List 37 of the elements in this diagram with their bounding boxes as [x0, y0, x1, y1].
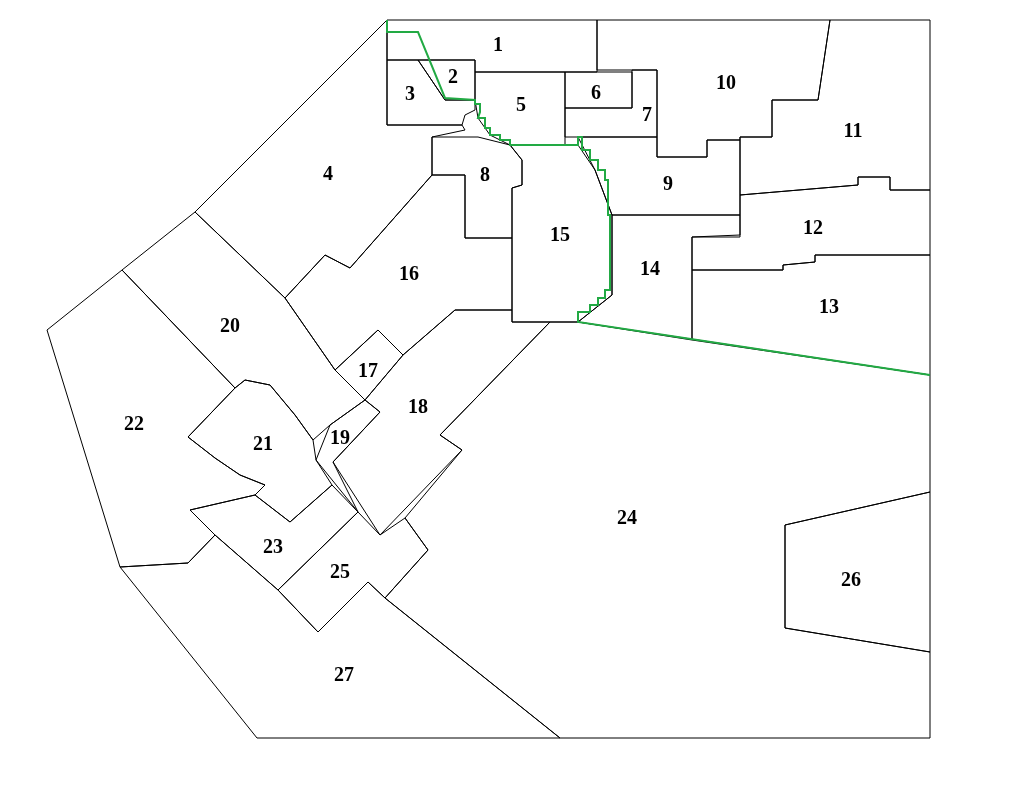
region-number: 5	[516, 93, 526, 115]
region-number: 8	[480, 163, 490, 185]
region-number: 19	[330, 426, 350, 448]
map-region	[386, 59, 476, 126]
region-number: 6	[591, 81, 601, 103]
region-number: 9	[663, 172, 673, 194]
region-number: 25	[330, 560, 350, 582]
region-number: 20	[220, 314, 240, 336]
region-number: 27	[334, 663, 354, 685]
region-number: 17	[358, 359, 378, 381]
region-number: 23	[263, 535, 283, 557]
region-number: 2	[448, 65, 458, 87]
map-region	[564, 71, 633, 109]
region-number: 14	[640, 257, 660, 279]
region-number: 22	[124, 412, 144, 434]
region-number: 18	[408, 395, 428, 417]
region-number: 11	[843, 119, 863, 141]
region-number: 16	[399, 262, 419, 284]
map-region	[315, 399, 381, 513]
region-number: 24	[617, 506, 637, 528]
region-number: 15	[550, 223, 570, 245]
region-number: 12	[803, 216, 823, 238]
region-number: 7	[642, 103, 652, 125]
map-region	[474, 71, 566, 146]
map-region	[332, 309, 551, 536]
region-number: 13	[819, 295, 839, 317]
region-number: 10	[716, 71, 736, 93]
map-region	[509, 144, 613, 323]
region-number: 3	[405, 82, 415, 104]
map-region	[739, 19, 931, 196]
map-region	[784, 491, 931, 653]
region-number: 21	[253, 432, 273, 454]
region-number: 26	[841, 568, 861, 590]
map-region	[119, 534, 561, 739]
region-number: 4	[323, 162, 333, 184]
map-region	[691, 254, 931, 376]
region-number: 1	[493, 33, 503, 55]
